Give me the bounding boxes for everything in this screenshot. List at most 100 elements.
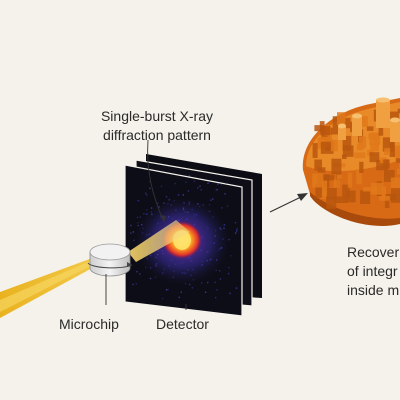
speckle [137, 199, 140, 202]
structure-block [326, 196, 337, 209]
speckle [136, 271, 138, 273]
speckle [228, 266, 230, 269]
structure-block [354, 152, 366, 159]
structure-tower-top [390, 117, 400, 123]
structure-block [314, 159, 322, 171]
speckle [178, 296, 180, 299]
speckle [210, 199, 212, 201]
structure-block [366, 126, 374, 131]
structure-block [382, 137, 395, 152]
structure-block [346, 190, 356, 203]
structure-block [314, 125, 324, 132]
speckle [217, 183, 219, 185]
xray-beam-highlight [0, 259, 96, 312]
structure-block [337, 112, 346, 126]
structure-block [315, 183, 323, 198]
speckle [191, 287, 193, 289]
structure-block [363, 187, 376, 192]
structure-block [342, 145, 354, 157]
speckle [216, 188, 218, 191]
speckle [149, 187, 151, 190]
speckle [177, 194, 180, 196]
structure-block [336, 174, 342, 180]
structure-block [327, 127, 339, 135]
structure-block [379, 157, 387, 164]
structure-block [383, 159, 390, 169]
structure-block [334, 196, 348, 203]
speckle [193, 180, 195, 182]
speckle [216, 289, 218, 291]
speckle [167, 288, 169, 291]
speckle [201, 282, 203, 284]
speckle [130, 224, 132, 227]
structure-block [342, 184, 350, 198]
structure-block [342, 135, 352, 151]
speckle [180, 291, 182, 293]
structure-block [330, 140, 338, 152]
structure-block [370, 143, 379, 152]
speckle [146, 194, 148, 196]
structure-block [359, 161, 364, 173]
microchip [87, 243, 133, 277]
speckle [208, 204, 211, 206]
speckle [137, 222, 139, 224]
speckle [133, 239, 135, 241]
structure-block [324, 174, 335, 181]
detector [124, 154, 262, 317]
speckle [221, 207, 223, 209]
speckle [185, 181, 187, 183]
structure-block [327, 131, 332, 145]
structure-block [356, 169, 362, 185]
speckle [200, 189, 202, 191]
speckle [215, 296, 217, 299]
speckle [130, 232, 132, 234]
structure-block [312, 173, 324, 188]
recovered-structure-label: Recover of integr inside m [347, 243, 399, 300]
pattern-leader-arrowhead [160, 215, 166, 222]
speckle [161, 297, 164, 300]
speckle [215, 189, 217, 191]
structure-block [397, 108, 400, 114]
diffraction-pattern-label-line1: Single-burst X-ray [100, 108, 214, 124]
speckle [224, 193, 226, 195]
structure-block [312, 143, 318, 158]
structure-block [321, 180, 328, 197]
speckle [132, 231, 135, 233]
speckle [143, 213, 145, 215]
recovered-structure [302, 97, 400, 226]
structure-block [340, 117, 351, 129]
speckle [219, 278, 222, 280]
speckle [165, 289, 168, 291]
speckle [165, 196, 168, 198]
speckle [149, 180, 151, 183]
structure-block [371, 186, 378, 194]
structure-block [381, 186, 387, 200]
structure-block [320, 141, 334, 154]
diffraction-pattern-label-line2: diffraction pattern [103, 127, 211, 143]
speckle [174, 182, 176, 185]
speckle [226, 205, 229, 207]
structure-underside [310, 192, 400, 226]
structure-block [384, 197, 390, 208]
structure-tower [338, 126, 346, 140]
reconstruction-arrow [269, 195, 304, 213]
structure-block [342, 154, 347, 159]
structure-block [389, 142, 395, 157]
speckle [227, 272, 230, 275]
structure-tower-top [352, 113, 362, 119]
speckle [182, 194, 184, 196]
detector-label: Detector [156, 316, 209, 332]
speckle [236, 230, 238, 232]
structure-block [369, 152, 380, 163]
speckle [212, 198, 214, 200]
speckle [146, 209, 148, 211]
structure-tower [390, 120, 400, 142]
structure-block [390, 177, 400, 190]
structure-block [331, 158, 342, 175]
structure-block [379, 196, 390, 201]
speckle [199, 185, 201, 187]
structure-block [374, 133, 379, 149]
speckle [236, 228, 238, 230]
speckle [234, 222, 237, 224]
